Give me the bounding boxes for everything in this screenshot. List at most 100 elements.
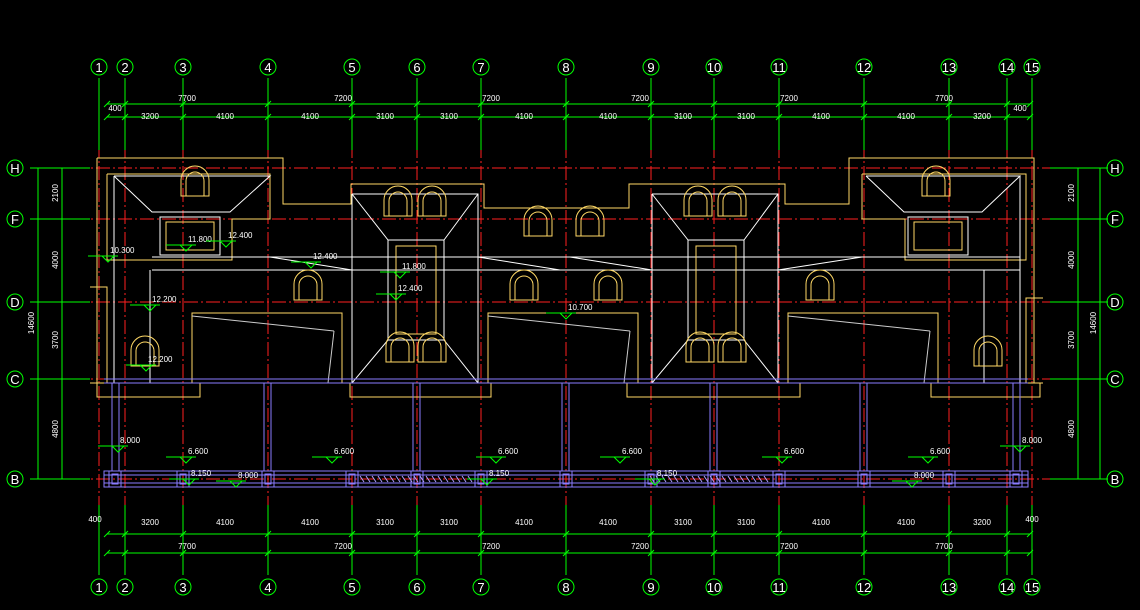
elev-triangle-10 (178, 456, 194, 464)
tick-bottom-overall-9 (710, 549, 718, 557)
axis-bubble-top-7-circle (472, 58, 490, 76)
dim-right-total: 14600 (1089, 311, 1098, 334)
column-inner-6 (562, 473, 570, 485)
dim-top-detail-13: 400 (1013, 104, 1027, 113)
axis-bubble-bottom-4-label: 4 (264, 580, 271, 595)
dormer-arch-7-inner (514, 275, 534, 300)
balcony-hatch-0-390 (389, 475, 395, 483)
axis-bubble-bottom-10-label: 10 (707, 580, 721, 595)
balcony-hatch-1-692 (691, 475, 697, 483)
dim-top-detail-4: 3100 (376, 112, 394, 121)
axis-bubble-top-9-label: 9 (647, 60, 654, 75)
dormer-arch-10 (717, 185, 747, 217)
tick-bottom-overall-1 (121, 549, 129, 557)
balcony-hatch-0-414 (413, 475, 419, 483)
dim-bottom-detail-7: 4100 (599, 518, 617, 527)
dim-top-detail-11: 4100 (897, 112, 915, 121)
column-8 (707, 470, 721, 488)
axis-bubble-bottom-7-label: 7 (477, 580, 484, 595)
elev-triangle-8 (558, 312, 574, 320)
tick-bottom-overall-13 (1003, 549, 1011, 557)
axis-bubble-left-C-circle (6, 370, 24, 388)
elev-label-14: 6.600 (498, 447, 519, 456)
dim-left-segment-0: 2100 (51, 184, 60, 202)
elev-label-0: 10.300 (110, 246, 135, 255)
dim-bottom-detail-10: 4100 (812, 518, 830, 527)
elev-label-16: 6.600 (622, 447, 643, 456)
dim-top-overall-4: 7200 (780, 94, 798, 103)
axis-bubble-top-11-label: 11 (772, 60, 786, 75)
axis-bubble-left-C-label: C (10, 372, 19, 387)
tick-top-detail-6 (477, 113, 485, 121)
axis-bubble-top-14-label: 14 (1000, 60, 1014, 75)
elev-triangle-21 (1012, 445, 1028, 453)
axis-bubble-top-1-circle (90, 58, 108, 76)
axis-bubble-bottom-12-circle (855, 578, 873, 596)
axis-bubble-right-D-circle (1106, 293, 1124, 311)
column-inner-2 (264, 473, 272, 485)
wall-left-bay (90, 286, 108, 384)
column-inner-0 (111, 473, 119, 485)
dormer-arch-17 (130, 335, 160, 367)
column-2 (261, 470, 275, 488)
axis-bubble-top-6-label: 6 (413, 60, 420, 75)
axis-bubble-top-5-circle (343, 58, 361, 76)
dormer-arch-3-inner (388, 191, 408, 216)
balcony-hatch-0-426 (425, 475, 431, 483)
axis-bubble-top-9-circle (642, 58, 660, 76)
dormer-arch-1 (180, 165, 210, 197)
tick-top-detail-0 (103, 113, 111, 121)
dormer-arch-16 (717, 331, 747, 363)
dormer-arch-2 (293, 269, 323, 301)
dim-right-segment-1: 4000 (1067, 251, 1076, 269)
dormer-arch-1-inner (185, 171, 205, 196)
elev-triangle-3 (303, 261, 319, 269)
roof-tower-left-core (395, 245, 437, 335)
dim-left-segment-1: 4000 (51, 251, 60, 269)
axis-bubble-right-C-label: C (1110, 372, 1119, 387)
dim-bottom-detail-6: 4100 (515, 518, 533, 527)
roof-hip-c (569, 256, 653, 271)
axis-bubble-bottom-7-circle (472, 578, 490, 596)
dim-top-detail-3: 4100 (301, 112, 319, 121)
elev-label-6: 12.200 (152, 295, 177, 304)
axis-bubble-bottom-15-label: 15 (1025, 580, 1039, 595)
dim-top-overall-5: 7700 (935, 94, 953, 103)
tick-bottom-detail-14 (1026, 530, 1034, 538)
elev-label-3: 12.400 (313, 252, 338, 261)
elev-label-11: 8.150 (191, 469, 212, 478)
tick-top-overall-0 (103, 100, 111, 108)
dim-bottom-detail-5: 3100 (440, 518, 458, 527)
axis-bubble-bottom-5-circle (343, 578, 361, 596)
balcony-hatch-0-384 (383, 475, 389, 483)
tick-bottom-detail-7 (562, 530, 570, 538)
elev-label-18: 6.600 (784, 447, 805, 456)
wall-left-block (106, 173, 271, 261)
balcony-hatch-0-402 (401, 475, 407, 483)
dim-top-overall-0: 7700 (178, 94, 196, 103)
tick-top-detail-7 (562, 113, 570, 121)
balcony-hatch-1-722 (721, 475, 727, 483)
tick-bottom-overall-0 (103, 549, 111, 557)
tick-bottom-detail-13 (1003, 530, 1011, 538)
axis-bubble-bottom-11-label: 11 (772, 580, 786, 595)
tick-top-detail-14 (1026, 113, 1034, 121)
axis-bubble-top-6-circle (408, 58, 426, 76)
tick-bottom-detail-12 (945, 530, 953, 538)
column-11 (942, 470, 956, 488)
dormer-arch-17-inner (135, 341, 155, 366)
elev-triangle-1 (178, 244, 194, 252)
balcony-hatch-1-704 (703, 475, 709, 483)
elev-triangle-6 (142, 304, 158, 312)
column-3 (345, 470, 359, 488)
balcony-hatch-1-686 (685, 475, 691, 483)
column-10 (857, 470, 871, 488)
tick-bottom-detail-0 (103, 530, 111, 538)
roof-right-dormer (907, 216, 969, 256)
elev-triangle-18 (774, 456, 790, 464)
elev-label-4: 11.800 (402, 262, 426, 271)
tick-top-detail-11 (860, 113, 868, 121)
dim-bottom-detail-8: 3100 (674, 518, 692, 527)
dim-top-detail-6: 4100 (515, 112, 533, 121)
